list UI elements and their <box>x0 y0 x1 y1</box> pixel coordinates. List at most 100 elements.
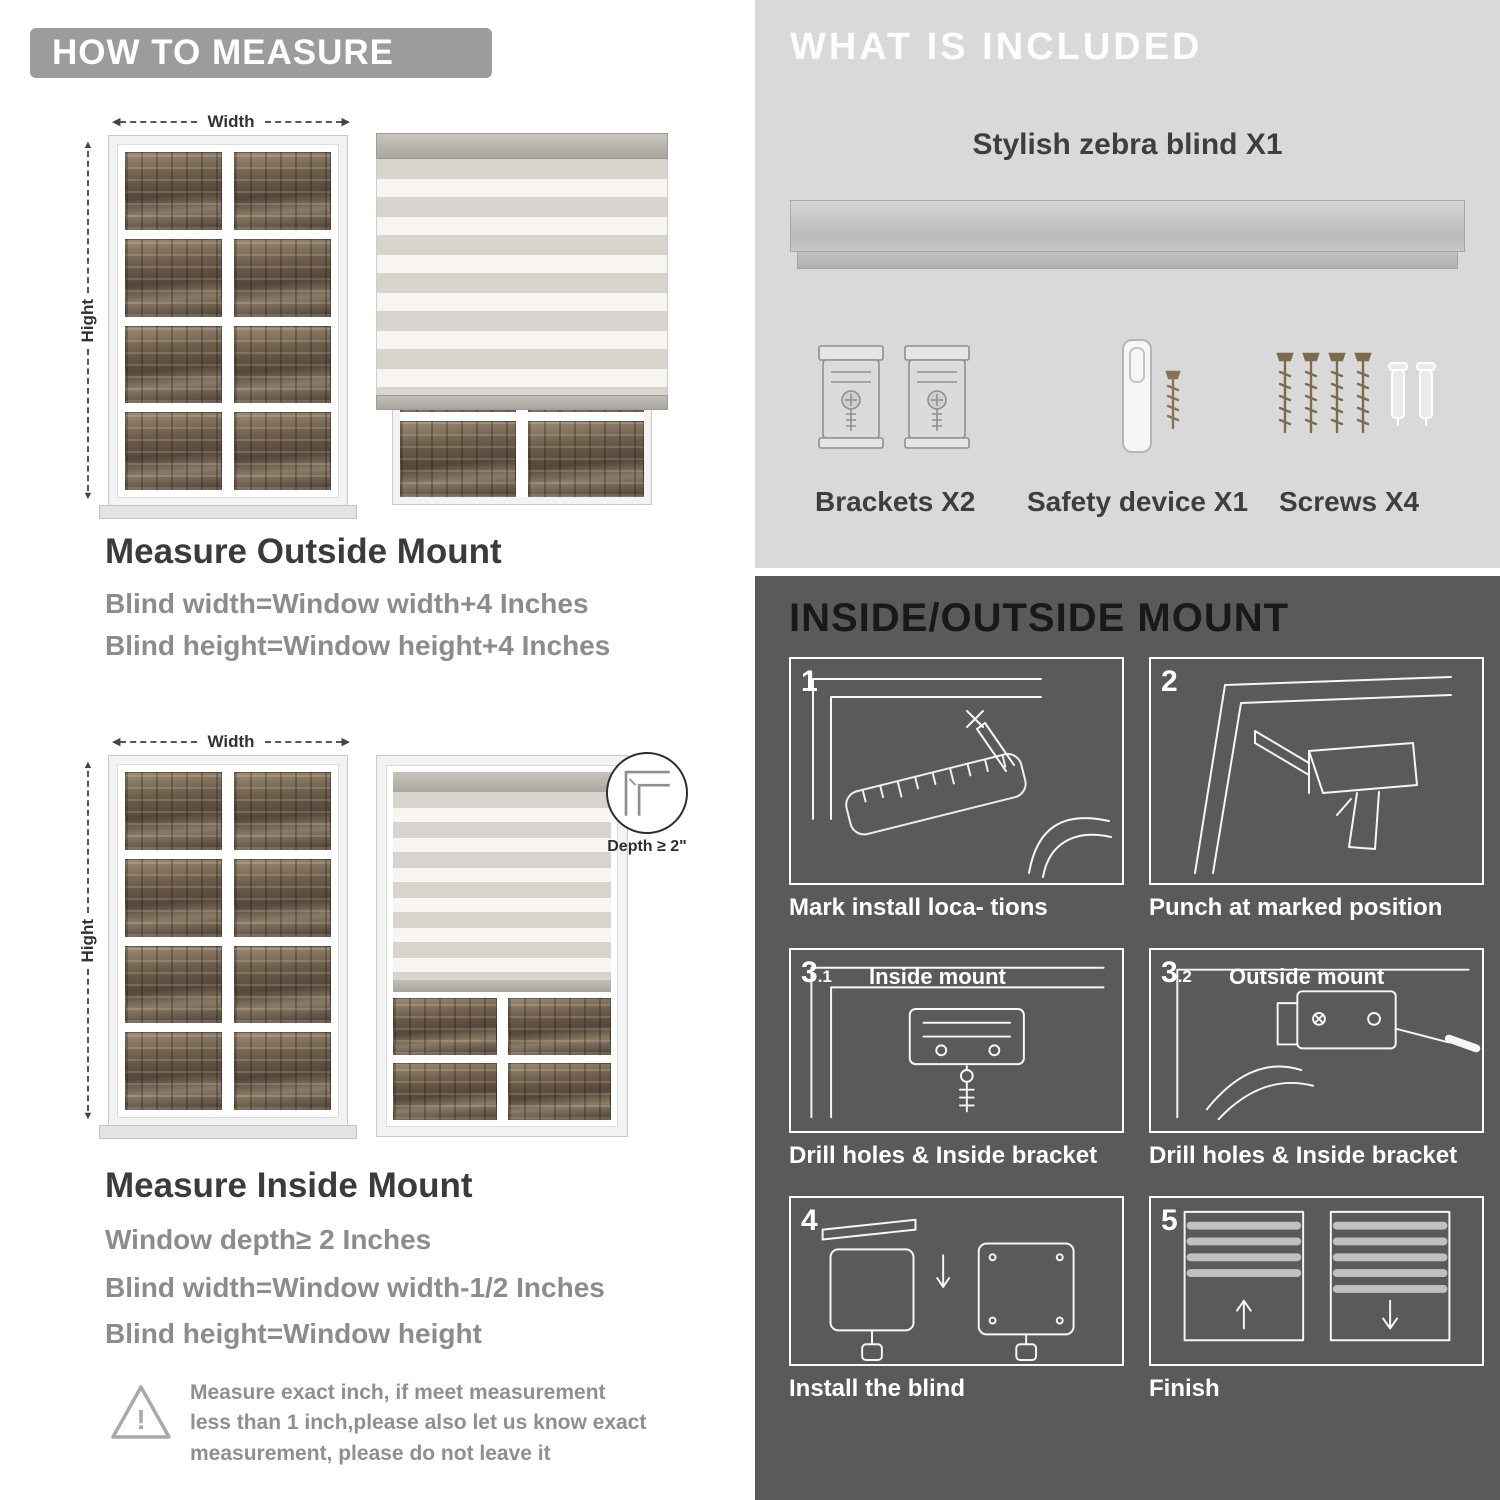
what-is-included-title: WHAT IS INCLUDED <box>790 26 1203 68</box>
window-sill <box>99 1125 357 1139</box>
warning-triangle-icon: ! <box>108 1380 174 1451</box>
inside-mount-blind-illustration <box>376 755 628 1137</box>
outside-mount-title: Measure Outside Mount <box>105 532 502 571</box>
step4-illustration <box>821 1218 1075 1362</box>
window-pane <box>528 420 644 497</box>
window-pane <box>393 998 497 1055</box>
depth-callout-circle <box>606 752 688 834</box>
height-label: Hight <box>78 919 97 963</box>
arrow-left-icon: ◀ <box>112 115 121 128</box>
safety-device-icon <box>1122 339 1181 453</box>
brackets-icon <box>818 345 970 449</box>
step2-illustration <box>1194 676 1452 874</box>
inside-mount-rule1: Window depth≥ 2 Inches <box>105 1224 432 1255</box>
frame-corner-icon <box>624 770 670 816</box>
window-pane <box>234 945 331 1024</box>
window-pane <box>125 325 222 404</box>
height-label: Hight <box>78 299 97 343</box>
blind-headrail <box>376 133 668 159</box>
step-caption: Install the blind <box>789 1375 966 1402</box>
outside-mount-rule1: Blind width=Window width+4 Inches <box>105 588 589 619</box>
what-is-included-section: WHAT IS INCLUDED Stylish zebra blind X1 <box>755 0 1500 568</box>
window-behind-blind <box>393 998 611 1120</box>
blind-bottom-rail <box>376 395 668 410</box>
step-number: 4 <box>801 1204 818 1237</box>
blind-item-label: Stylish zebra blind X1 <box>972 128 1283 161</box>
window-pane <box>400 420 516 497</box>
mount-steps-grid: 1 Mark install loca- tions <box>789 657 1484 1403</box>
step-inline-title: Inside mount <box>869 964 1006 989</box>
mount-step-5: 5 Finish <box>1149 1196 1484 1403</box>
mount-step-1: 1 Mark install loca- tions <box>789 657 1124 922</box>
width-label: Width <box>207 112 255 131</box>
blind-bottom-rail <box>393 980 611 992</box>
window-pane <box>234 325 331 404</box>
zebra-blind-illustration <box>376 133 668 505</box>
window-pane <box>393 1063 497 1120</box>
step3-2-illustration <box>1176 968 1481 1121</box>
depth-callout-label: Depth ≥ 2" <box>607 838 687 855</box>
arrow-down-icon: ▼ <box>82 1110 94 1122</box>
warning-text: Measure exact inch, if meet measurement … <box>190 1381 647 1465</box>
brackets-label: Brackets X2 <box>815 486 976 517</box>
window-pane <box>234 238 331 317</box>
zebra-stripes <box>393 792 611 980</box>
step-number: 1 <box>801 665 818 698</box>
step1-illustration <box>812 678 1112 878</box>
step-caption: Drill holes & Inside bracket <box>1149 1142 1458 1169</box>
step-number: 3 <box>1161 956 1178 989</box>
arrow-right-icon: ▶ <box>341 735 350 748</box>
arrow-right-icon: ▶ <box>341 115 350 128</box>
inside-mount-rule2: Blind width=Window width-1/2 Inches <box>105 1272 605 1303</box>
window-pane <box>125 858 222 937</box>
mount-step-3-1: 3.1 Inside mount Drill holes & Inside br… <box>789 948 1124 1170</box>
inside-mount-title: Measure Inside Mount <box>105 1166 473 1205</box>
mount-step-3-2: 3.2 Outside mount Drill holes & Inside b… <box>1149 948 1484 1170</box>
zebra-blind <box>376 133 668 410</box>
window-pane <box>125 772 222 850</box>
step-caption: Drill holes & Inside bracket <box>789 1142 1098 1169</box>
safety-device-label: Safety device X1 <box>1027 486 1249 517</box>
how-to-measure-title: HOW TO MEASURE <box>52 33 394 72</box>
window-pane <box>234 412 331 490</box>
zebra-blind-headrail-illustration <box>790 200 1465 269</box>
step-caption: Mark install loca- tions <box>789 894 1048 921</box>
outside-mount-rule2: Blind height=Window height+4 Inches <box>105 630 611 661</box>
step-number: 3 <box>801 956 818 989</box>
window-pane <box>125 412 222 490</box>
mount-step-2: 2 Punch at marked position <box>1149 657 1484 922</box>
screws-icon <box>1276 352 1436 434</box>
window-pane <box>125 238 222 317</box>
window-pane <box>234 1032 331 1110</box>
window-pane <box>507 1063 611 1120</box>
inside-mount-rule3: Blind height=Window height <box>105 1318 482 1349</box>
step-caption: Punch at marked position <box>1149 894 1443 921</box>
height-measure-arrow: ▲ Hight ▼ <box>76 140 100 502</box>
window-pane <box>125 945 222 1024</box>
window-pane <box>125 152 222 230</box>
arrow-left-icon: ◀ <box>112 735 121 748</box>
width-measure-arrow: ◀ Width ▶ <box>112 112 350 132</box>
blind-headrail <box>393 772 611 792</box>
screws-label: Screws X4 <box>1279 486 1420 517</box>
window-pane <box>234 152 331 230</box>
step5-illustration <box>1183 1210 1451 1342</box>
mount-instructions-section: INSIDE/OUTSIDE MOUNT <box>755 576 1500 1500</box>
warning-exclamation: ! <box>136 1404 145 1435</box>
window-pane <box>507 998 611 1055</box>
window-illustration-inside <box>99 755 357 1139</box>
mount-section-title: INSIDE/OUTSIDE MOUNT <box>789 596 1290 640</box>
arrow-down-icon: ▼ <box>82 490 94 502</box>
zebra-stripes <box>376 159 668 395</box>
step-number: 5 <box>1161 1204 1178 1237</box>
mount-step-4: 4 Install the blind <box>789 1196 1124 1403</box>
step-inline-title: Outside mount <box>1229 964 1385 989</box>
window-pane <box>234 858 331 937</box>
step3-1-illustration <box>810 966 1105 1119</box>
window-sill <box>99 505 357 519</box>
step-number: 2 <box>1161 665 1178 698</box>
width-label: Width <box>207 732 255 751</box>
step-caption: Finish <box>1149 1375 1220 1402</box>
height-measure-arrow: ▲ Hight ▼ <box>76 760 100 1122</box>
